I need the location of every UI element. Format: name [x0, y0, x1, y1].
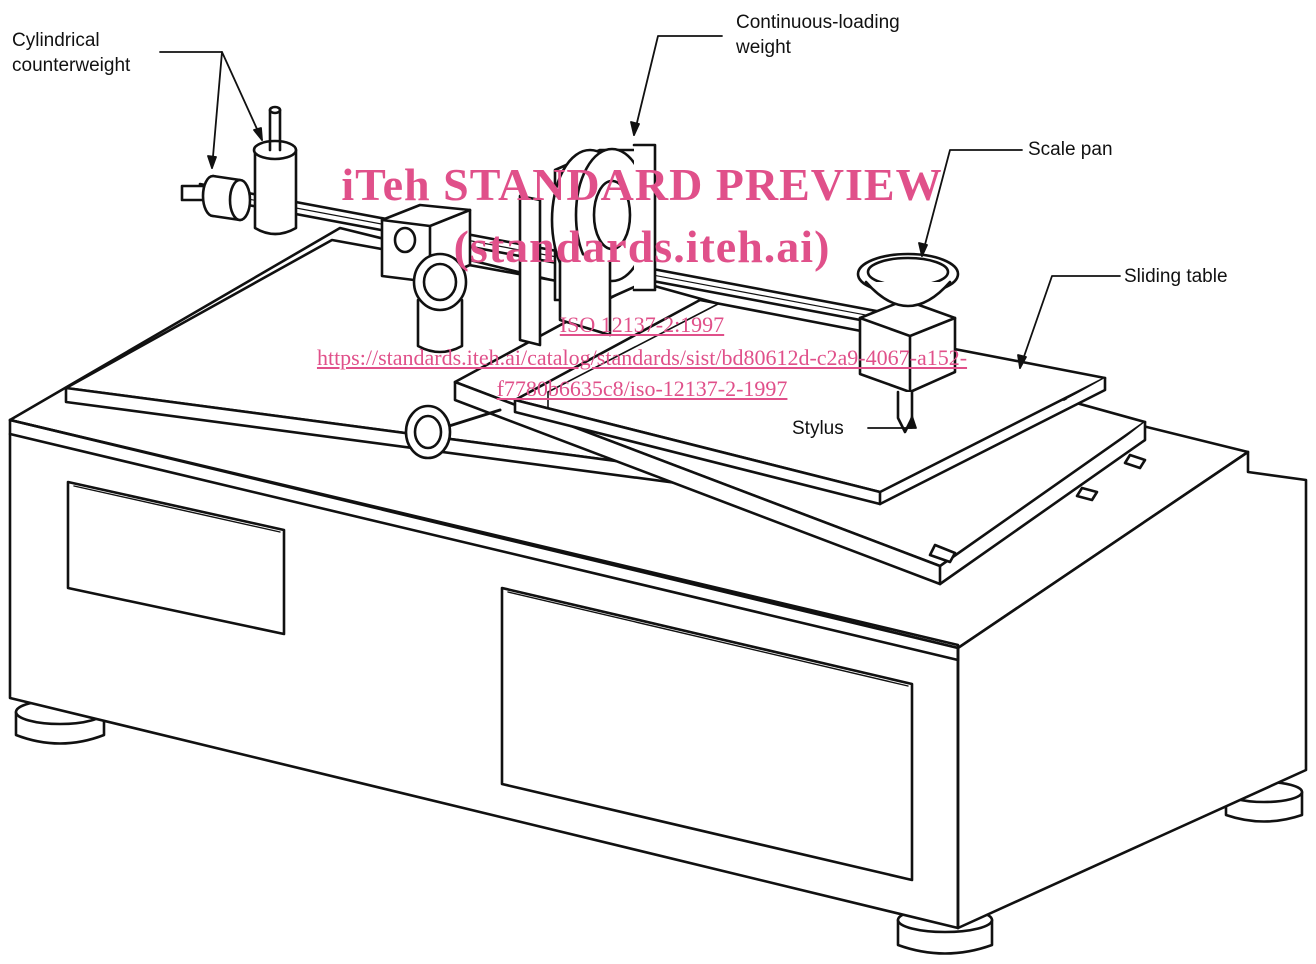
watermark-url-line1[interactable]: https://standards.iteh.ai/catalog/standa… — [316, 345, 968, 370]
stylus-holder — [856, 252, 960, 434]
label-sliding-table: Sliding table — [1124, 266, 1228, 287]
continuous-loading-weight-drawing — [518, 143, 657, 347]
counterweights — [201, 105, 298, 236]
pivot-assembly — [380, 203, 502, 460]
label-stylus: Stylus — [792, 418, 844, 439]
label-cylindrical-counterweight: Cylindrical counterweight — [12, 30, 131, 76]
label-continuous-loading-weight: Continuous-loading weight — [736, 12, 900, 58]
watermark-subtitle: (standards.iteh.ai) — [453, 221, 831, 272]
label-scale-pan: Scale pan — [1028, 139, 1113, 160]
watermark-doc-id[interactable]: ISO 12137-2:1997 — [559, 312, 725, 337]
watermark-title: iTeh STANDARD PREVIEW — [341, 159, 943, 210]
watermark-url-line2[interactable]: f7780b6635c8/iso-12137-2-1997 — [496, 376, 788, 401]
leader-lines — [159, 35, 1121, 429]
